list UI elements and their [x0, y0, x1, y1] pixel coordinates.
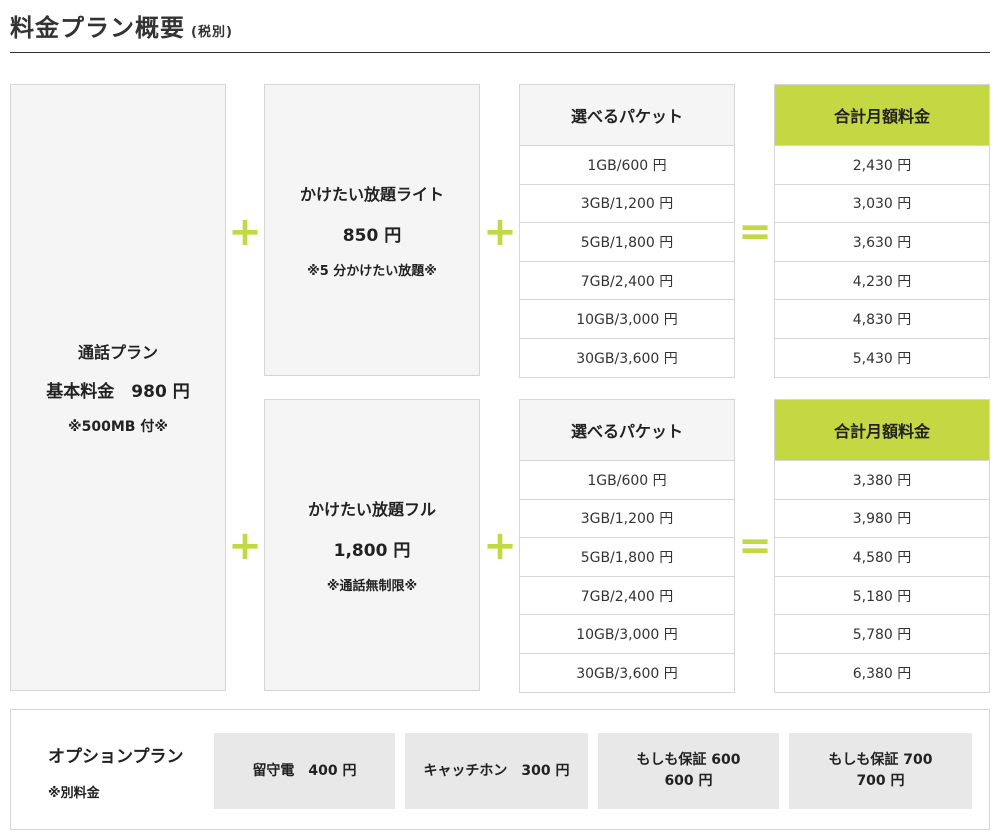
- call-plan-price: 1,800 円: [333, 541, 411, 561]
- total-price: 2,430 円: [775, 146, 989, 185]
- call-plan-note: ※5 分かけたい放題※: [307, 264, 437, 279]
- total-price: 3,030 円: [775, 184, 989, 224]
- option-card-insurance-700: もしも保証 700 700 円: [789, 733, 972, 809]
- total-price: 5,430 円: [775, 338, 989, 378]
- option-card-voicemail: 留守電 400 円: [214, 733, 395, 809]
- total-price: 3,980 円: [775, 499, 989, 539]
- base-plan-name: 通話プラン: [77, 343, 158, 362]
- option-plan-title: オプションプラン: [48, 747, 184, 767]
- packet-option: 30GB/3,600 円: [520, 653, 734, 693]
- option-plan-panel: オプションプラン ※別料金 留守電 400 円 キャッチホン 300 円 もしも…: [10, 709, 990, 830]
- total-price: 5,180 円: [775, 576, 989, 616]
- plus-icon: +: [228, 209, 262, 255]
- total-price: 4,830 円: [775, 300, 989, 339]
- total-price: 4,230 円: [775, 261, 989, 301]
- packet-option: 1GB/600 円: [520, 461, 734, 500]
- packet-option: 5GB/1,800 円: [520, 223, 734, 262]
- packet-option: 7GB/2,400 円: [520, 576, 734, 616]
- page-title: 料金プラン概要 (税別): [10, 8, 233, 43]
- packet-option: 1GB/600 円: [520, 146, 734, 185]
- equals-icon: =: [738, 209, 772, 255]
- packet-option: 3GB/1,200 円: [520, 184, 734, 224]
- total-header: 合計月額料金: [775, 85, 989, 146]
- plus-icon: +: [228, 523, 262, 569]
- option-card-line: もしも保証 600: [636, 752, 741, 768]
- call-plan-card-light: かけたい放題ライト 850 円 ※5 分かけたい放題※: [264, 84, 480, 376]
- total-price: 5,780 円: [775, 615, 989, 654]
- option-plan-note: ※別料金: [48, 786, 100, 801]
- base-plan-card: 通話プラン 基本料金 980 円 ※500MB 付※: [10, 84, 226, 691]
- total-price: 3,630 円: [775, 223, 989, 262]
- total-price: 4,580 円: [775, 538, 989, 577]
- option-card-line: もしも保証 700: [828, 752, 933, 768]
- base-plan-price: 基本料金 980 円: [46, 382, 190, 402]
- option-card-price: 700 円: [856, 773, 905, 789]
- option-card-call-waiting: キャッチホン 300 円: [405, 733, 588, 809]
- packet-table-light: 選べるパケット 1GB/600 円 3GB/1,200 円 5GB/1,800 …: [519, 84, 735, 378]
- call-plan-note: ※通話無制限※: [326, 579, 418, 594]
- total-table-light: 合計月額料金 2,430 円 3,030 円 3,630 円 4,230 円 4…: [774, 84, 990, 378]
- tax-note: (税別): [191, 25, 233, 40]
- packet-table-full: 選べるパケット 1GB/600 円 3GB/1,200 円 5GB/1,800 …: [519, 399, 735, 693]
- option-card-insurance-600: もしも保証 600 600 円: [598, 733, 779, 809]
- total-header: 合計月額料金: [775, 400, 989, 461]
- packet-option: 10GB/3,000 円: [520, 300, 734, 339]
- plus-icon: +: [483, 209, 517, 255]
- call-plan-name: かけたい放題ライト: [299, 185, 444, 204]
- packet-option: 10GB/3,000 円: [520, 615, 734, 654]
- base-plan-note: ※500MB 付※: [68, 419, 168, 435]
- plus-icon: +: [483, 523, 517, 569]
- option-card-price: 600 円: [664, 773, 713, 789]
- total-price: 3,380 円: [775, 461, 989, 500]
- packet-header: 選べるパケット: [520, 400, 734, 461]
- packet-option: 7GB/2,400 円: [520, 261, 734, 301]
- packet-option: 30GB/3,600 円: [520, 338, 734, 378]
- equals-icon: =: [738, 523, 772, 569]
- title-divider: [10, 52, 990, 53]
- packet-option: 3GB/1,200 円: [520, 499, 734, 539]
- total-table-full: 合計月額料金 3,380 円 3,980 円 4,580 円 5,180 円 5…: [774, 399, 990, 693]
- call-plan-name: かけたい放題フル: [307, 500, 436, 519]
- page-title-text: 料金プラン概要: [10, 14, 185, 42]
- packet-header: 選べるパケット: [520, 85, 734, 146]
- call-plan-price: 850 円: [342, 226, 402, 246]
- call-plan-card-full: かけたい放題フル 1,800 円 ※通話無制限※: [264, 399, 480, 691]
- option-card-line: キャッチホン 300 円: [423, 762, 570, 779]
- option-card-line: 留守電 400 円: [252, 762, 357, 779]
- packet-option: 5GB/1,800 円: [520, 538, 734, 577]
- total-price: 6,380 円: [775, 653, 989, 693]
